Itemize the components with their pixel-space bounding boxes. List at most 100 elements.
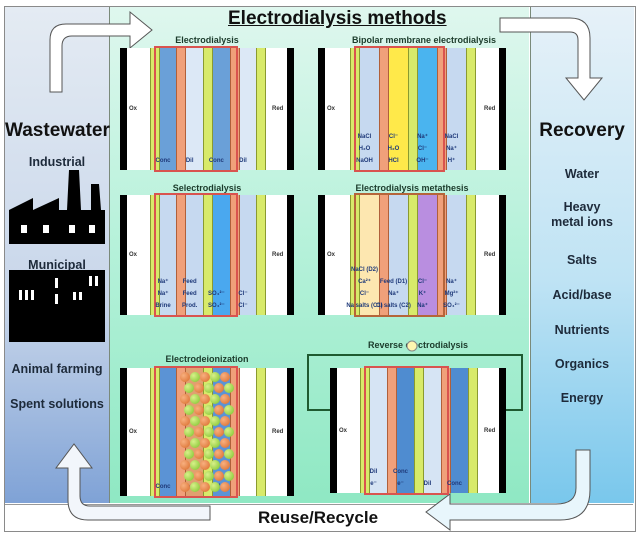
ion-label: SO₄²⁻: [207, 303, 225, 309]
ion-label: Na⁺: [388, 291, 399, 297]
resin-bead: [214, 383, 225, 393]
anion-exchange-membrane: [256, 368, 267, 496]
resin-bead: [190, 416, 201, 426]
cation-exchange-membrane: [441, 368, 451, 493]
resin-bead: [224, 427, 235, 437]
resin-bead: [200, 438, 211, 448]
red-label: Red: [484, 427, 496, 434]
resin-bead: [210, 416, 221, 426]
arrow-top-right-icon: [499, 17, 604, 101]
arrow-bottom-right-icon: [425, 449, 591, 531]
resin-bead: [190, 394, 201, 404]
resin-bead: [210, 394, 221, 404]
anion-exchange-membrane: [466, 48, 476, 170]
channel: [325, 48, 354, 170]
resin-bead: [180, 460, 191, 470]
ion-label: Prod.: [181, 303, 198, 309]
resin-bead: [220, 460, 231, 470]
resin-bead: [210, 438, 221, 448]
recovery-item: Energy: [560, 391, 604, 405]
resin-bead: [190, 438, 201, 448]
city-icon: [9, 270, 105, 342]
method-title: Electrodeionization: [165, 354, 249, 364]
anion-exchange-membrane: [203, 48, 213, 170]
resin-bead: [194, 405, 205, 415]
electrode: [499, 48, 506, 170]
ox-label: Ox: [129, 106, 138, 112]
ion-label: Brine: [155, 303, 171, 309]
light-bulb-icon: [406, 340, 418, 352]
resin-bead: [220, 416, 231, 426]
resin-bead: [180, 372, 191, 382]
resin-bead: [214, 449, 225, 459]
stack-outline: [153, 46, 238, 172]
ion-label: Dil: [239, 158, 247, 164]
ion-label: Conc: [155, 158, 171, 164]
resin-bead: [180, 482, 191, 492]
resin-bead: [224, 383, 235, 393]
resin-bead: [210, 482, 221, 492]
anion-exchange-membrane: [203, 195, 213, 315]
electrode: [120, 48, 127, 170]
anion-exchange-membrane: [256, 48, 267, 170]
ion-label: Dil: [369, 469, 378, 475]
resin-bead: [204, 383, 215, 393]
ion-label: e⁻: [370, 481, 377, 487]
resin-bead: [180, 438, 191, 448]
ion-label: Na⁺: [446, 146, 457, 152]
anion-exchange-membrane: [408, 195, 418, 315]
ion-label: H⁺: [447, 158, 456, 164]
recovery-title: Recovery: [539, 120, 625, 141]
resin-bead: [210, 460, 221, 470]
resin-bead: [210, 372, 221, 382]
resin-bead: [224, 471, 235, 481]
stack-outline: [153, 193, 238, 317]
ion-label: Cl⁻: [238, 291, 248, 297]
method-title: Bipolar membrane electrodialysis: [352, 35, 497, 45]
resin-bead: [194, 471, 205, 481]
ox-label: Ox: [129, 252, 138, 258]
ion-label: Cl salts (C2): [376, 303, 411, 309]
anion-exchange-membrane: [408, 48, 418, 170]
anion-exchange-membrane: [256, 195, 267, 315]
channel: [337, 368, 364, 493]
recovery-item: Heavy metal ions: [551, 200, 613, 229]
ion-label: SO₄²⁻: [207, 291, 225, 297]
resin-bead: [204, 405, 215, 415]
page-title: Electrodialysis methods: [228, 8, 447, 29]
ion-label: Conc: [208, 158, 224, 164]
resin-bead: [184, 449, 195, 459]
anion-exchange-membrane: [466, 195, 476, 315]
ion-label: Cl⁻: [238, 303, 248, 309]
recovery-item: Water: [564, 167, 600, 181]
ion-label: Na⁺: [157, 279, 169, 285]
wastewater-title: Wastewater: [5, 120, 110, 141]
ion-label: Na salts (C1): [346, 303, 383, 309]
ion-label: SO₄²⁻: [443, 303, 460, 309]
anion-exchange-membrane: [468, 368, 478, 493]
ion-label: Dil: [185, 158, 194, 164]
ion-label: Cl⁻: [417, 146, 428, 152]
channel: [127, 368, 154, 496]
stack-outline: [153, 366, 238, 498]
resin-bead: [190, 460, 201, 470]
ion-label: Cl⁻: [417, 279, 428, 285]
ion-label: Cl⁻: [388, 134, 399, 140]
red-label: Red: [272, 106, 284, 112]
ion-label: Conc: [447, 481, 462, 487]
red-label: Red: [272, 429, 284, 435]
electrode: [499, 368, 506, 493]
resin-bead: [204, 449, 215, 459]
ion-label: Na⁺: [417, 303, 428, 309]
cation-exchange-membrane: [379, 48, 389, 170]
method-title: Selectrodialysis: [172, 183, 242, 193]
anion-exchange-membrane: [414, 368, 424, 493]
resin-bead: [220, 394, 231, 404]
channel: [127, 48, 154, 170]
ion-label: NaCl (D2): [350, 267, 378, 273]
ion-label: Ca²⁺: [358, 279, 371, 285]
electrode: [120, 195, 127, 315]
red-label: Red: [484, 252, 496, 258]
